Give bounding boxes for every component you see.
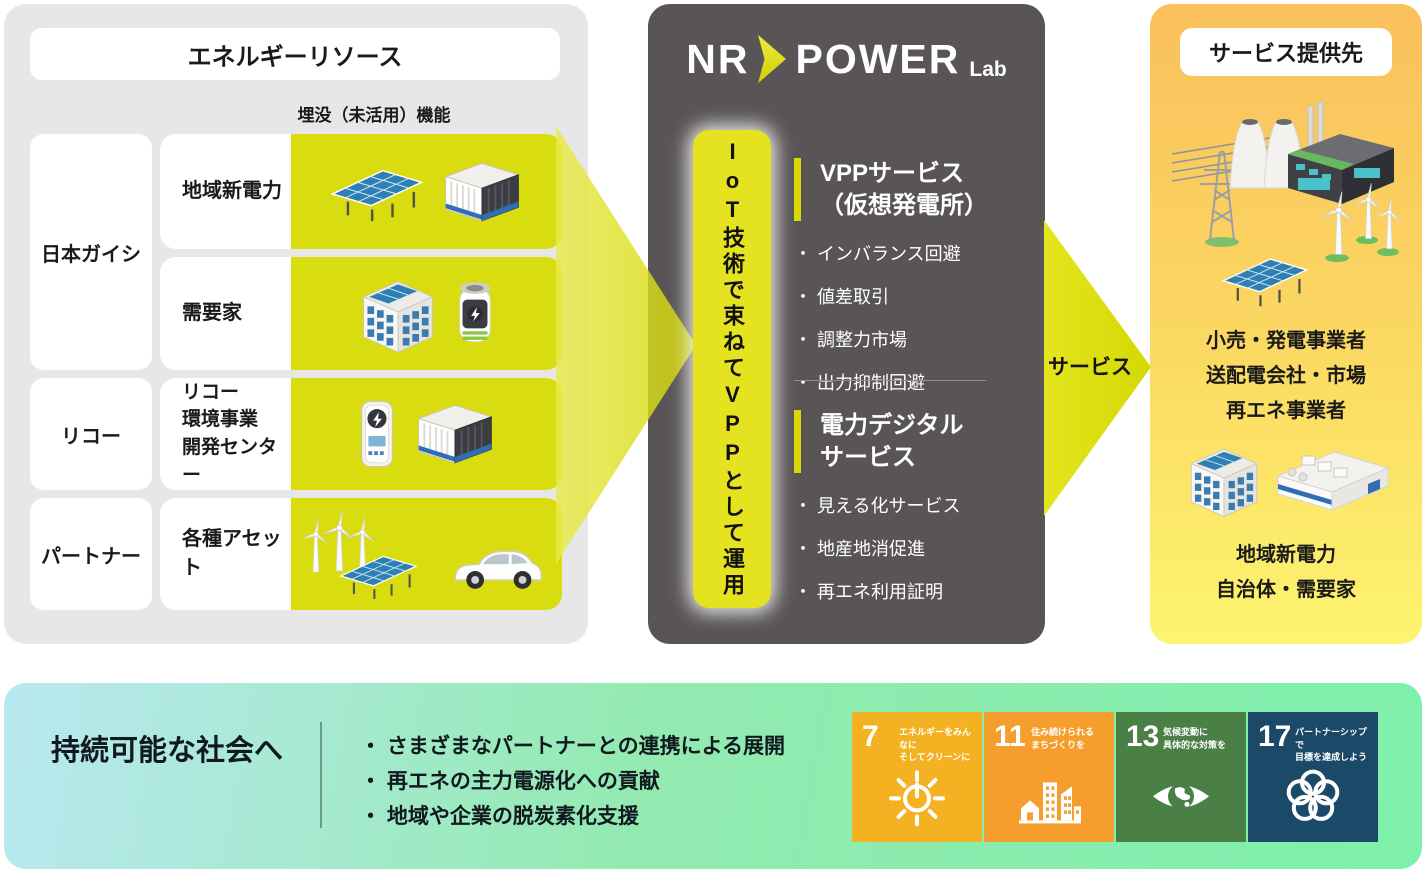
sustainability-bullet: ・ 地域や企業の脱炭素化支援 [360, 805, 639, 828]
sdg-caption: エネルギーをみんなに そしてクリーンに [899, 727, 972, 763]
resource-tile [291, 257, 562, 370]
digital-service-section: 電力デジタル サービス ・ 見える化サービス ・ 地産地消促進 ・ 再エネ利用証… [794, 410, 1040, 614]
city-buildings-icon [1019, 782, 1081, 824]
sdg-number: 13 [1126, 720, 1160, 753]
energy-resources-panel: エネルギーリソース 埋没（未活用）機能 日本ガイシ リコー パートナー 地域新電… [4, 4, 588, 644]
digital-service-item: ・ 見える化サービス [794, 496, 961, 517]
resource-tile [291, 134, 562, 249]
resource-tile [291, 378, 562, 490]
logo-lab-text: Lab [969, 58, 1007, 81]
power-conditioner-icon [355, 395, 399, 473]
sustainability-bullets: ・ さまざまなパートナーとの連携による展開 ・ 再エネの主力電源化への貢献 ・ … [360, 729, 785, 834]
sustainability-bullet: ・ さまざまなパートナーとの連携による展開 [360, 735, 785, 758]
resource-row-ricoh-center: リコー 環境事業 開発センター [160, 378, 562, 490]
service-recipients-panel: サービス提供先 [1150, 4, 1422, 644]
resource-row-regional-power: 地域新電力 [160, 134, 562, 249]
building-with-solar-icon [356, 272, 440, 356]
logo-arrow-icon [758, 34, 787, 84]
sdg-caption: 住み続けられる まちづくりを [1031, 727, 1095, 750]
recipients-group-2: 地域新電力 自治体・需要家 [1150, 538, 1422, 608]
sustainability-bullet: ・ 再エネの主力電源化への貢献 [360, 770, 660, 793]
sdg-caption: パートナーシップで 目標を達成しよう [1295, 727, 1368, 763]
battery-icon [452, 276, 498, 352]
resource-row-label: 地域新電力 [182, 180, 282, 202]
buildings-illustration [1190, 448, 1390, 517]
group-cell-partner: パートナー [30, 498, 152, 610]
vpp-service-item: ・ 調整力市場 [794, 330, 908, 351]
interlocking-rings-icon [1286, 769, 1340, 821]
digital-service-title: 電力デジタル サービス [794, 410, 1040, 474]
sdg-number: 11 [994, 720, 1026, 753]
iot-vpp-banner-text: IoT技術で束ねてVPPとして運用 [720, 139, 745, 599]
group-cell-ngk: 日本ガイシ [30, 134, 152, 370]
sdg-goal-7: 7 エネルギーをみんなに そしてクリーンに [852, 712, 982, 842]
resource-row-label: 需要家 [182, 302, 242, 324]
vpp-service-item: ・ インバランス回避 [794, 244, 961, 265]
service-arrow-label: サービス [1048, 356, 1132, 379]
recipient-line: 再エネ事業者 [1226, 400, 1346, 422]
sdg-number: 17 [1258, 720, 1292, 753]
nas-battery-container-icon [438, 157, 526, 227]
hub-to-recipients-arrow [1044, 220, 1151, 516]
recipient-line: 小売・発電事業者 [1206, 330, 1366, 352]
footer-divider [320, 722, 322, 828]
energy-resources-title: エネルギーリソース [30, 28, 560, 80]
power-grid-illustration [1171, 101, 1402, 308]
nr-power-lab-panel: NR POWER Lab IoT技術で束ねてVPPとして運用 VPPサービス （… [648, 4, 1045, 644]
sdg-goals-row: 7 エネルギーをみんなに そしてクリーンに 11 住み続けられる まちづくりを [852, 712, 1378, 842]
sdg-goal-17: 17 パートナーシップで 目標を達成しよう [1248, 712, 1378, 842]
resource-row-assets: 各種アセット [160, 498, 562, 610]
vpp-service-item: ・ 出力抑制回避 [794, 373, 926, 394]
recipients-group-1: 小売・発電事業者 送配電会社・市場 再エネ事業者 [1150, 324, 1422, 429]
nas-battery-container-icon [411, 399, 499, 469]
sdg-goal-13: 13 気候変動に 具体的な対策を [1116, 712, 1246, 842]
vpp-service-title: VPPサービス （仮想発電所） [794, 158, 1040, 222]
vpp-service-section: VPPサービス （仮想発電所） ・ インバランス回避 ・ 値差取引 ・ 調整力市… [794, 158, 1040, 405]
resource-tile [291, 498, 562, 610]
eye-globe-icon [1153, 783, 1209, 810]
sdg-number: 7 [862, 720, 879, 753]
resource-row-consumers: 需要家 [160, 257, 562, 370]
sdg-goal-11: 11 住み続けられる まちづくりを [984, 712, 1114, 842]
service-recipients-title: サービス提供先 [1180, 28, 1392, 76]
unused-functions-label: 埋没（未活用）機能 [297, 106, 451, 125]
resource-row-label: 各種アセット [182, 528, 282, 579]
solar-array-icon [328, 161, 426, 223]
nr-power-lab-logo: NR POWER Lab [648, 32, 1045, 86]
sdg-caption: 気候変動に 具体的な対策を [1163, 727, 1227, 750]
sustainability-heading: 持続可能な社会へ [51, 735, 284, 767]
wind-solar-car-icons [299, 509, 542, 601]
logo-nr-text: NR [686, 35, 750, 82]
recipient-line: 自治体・需要家 [1216, 579, 1356, 601]
recipient-line: 地域新電力 [1236, 544, 1336, 566]
logo-power-text: POWER [795, 35, 961, 82]
section-divider [794, 380, 986, 381]
digital-service-item: ・ 地産地消促進 [794, 539, 926, 560]
vpp-service-item: ・ 値差取引 [794, 287, 890, 308]
resource-row-label: リコー 環境事業 開発センター [182, 381, 278, 486]
sun-power-icon [889, 770, 945, 827]
recipient-line: 送配電会社・市場 [1206, 365, 1366, 387]
iot-vpp-banner: IoT技術で束ねてVPPとして運用 [693, 130, 771, 608]
digital-service-item: ・ 再エネ利用証明 [794, 582, 944, 603]
group-cell-ricoh: リコー [30, 378, 152, 490]
resources-to-hub-arrow [556, 126, 696, 564]
